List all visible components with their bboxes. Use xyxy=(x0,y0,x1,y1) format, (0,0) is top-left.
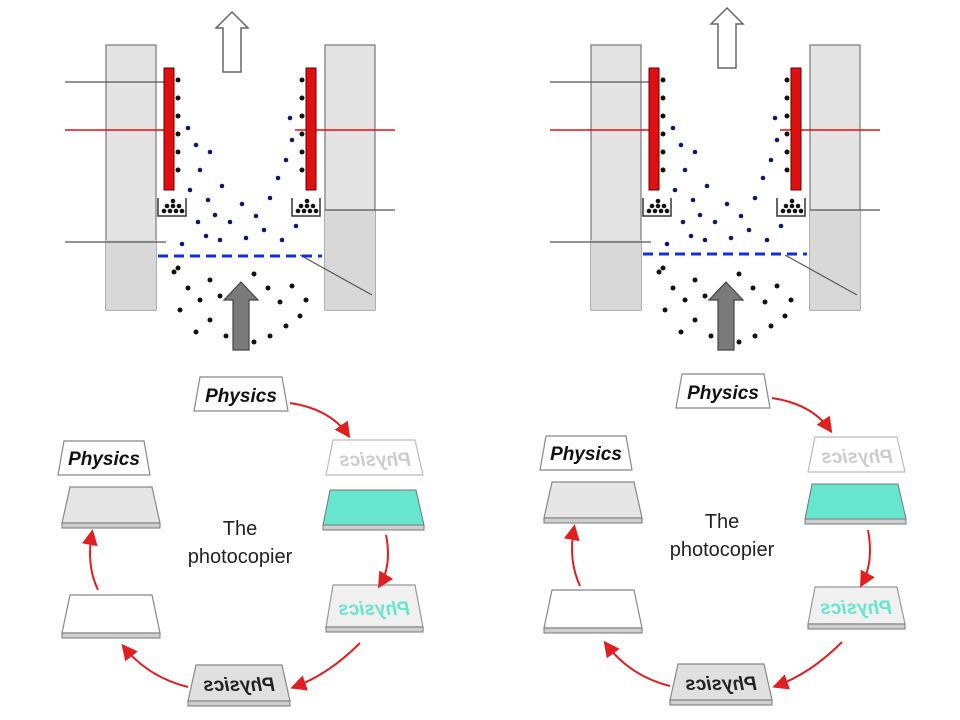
photocopier-cycle-right: Physics Physics Physics Physics Physics … xyxy=(530,362,920,717)
up-arrow-solid-icon xyxy=(222,281,260,351)
up-arrow-outline-icon xyxy=(214,10,250,73)
word-mirrored-cyan-2: Physics xyxy=(820,598,892,619)
word-mirrored-dark: Physics xyxy=(203,675,275,696)
word-mirrored-faded-2: Physics xyxy=(821,447,893,468)
photocopier-cycle-left: Physics Physics Physics Physics Physics … xyxy=(48,365,433,720)
electrode-charges xyxy=(175,77,305,173)
cycle-svg: Physics Physics Physics Physics Physics … xyxy=(48,365,433,720)
cyan-plate-2 xyxy=(804,483,907,520)
left-electrode xyxy=(648,67,660,191)
discharge-diagram-left xyxy=(60,0,400,355)
discharge-svg-2 xyxy=(545,0,885,355)
caption-line1-2: The xyxy=(705,511,739,533)
word-mirrored-cyan: Physics xyxy=(338,599,410,620)
cycle-arrows xyxy=(81,402,394,691)
discharge-diagram-right xyxy=(545,0,885,355)
word-mirrored-dark-2: Physics xyxy=(685,674,757,695)
caption-line2-2: photocopier xyxy=(670,539,775,561)
word-left-2: Physics xyxy=(550,444,622,465)
right-electrode xyxy=(790,67,802,191)
word-left: Physics xyxy=(68,449,140,470)
cyan-plate xyxy=(322,489,425,526)
cycle-svg-2: Physics Physics Physics Physics Physics … xyxy=(530,362,920,717)
caption-line1: The xyxy=(223,518,257,540)
discharge-svg xyxy=(60,0,400,355)
word-mirrored-faded: Physics xyxy=(339,450,411,471)
left-electrode xyxy=(163,67,175,191)
up-arrow-solid-icon xyxy=(707,281,745,351)
word-top-2: Physics xyxy=(687,383,759,404)
word-top: Physics xyxy=(205,386,277,407)
up-arrow-outline-icon xyxy=(709,6,745,69)
ions xyxy=(179,115,299,247)
caption-line2: photocopier xyxy=(188,546,293,568)
right-electrode xyxy=(305,67,317,191)
